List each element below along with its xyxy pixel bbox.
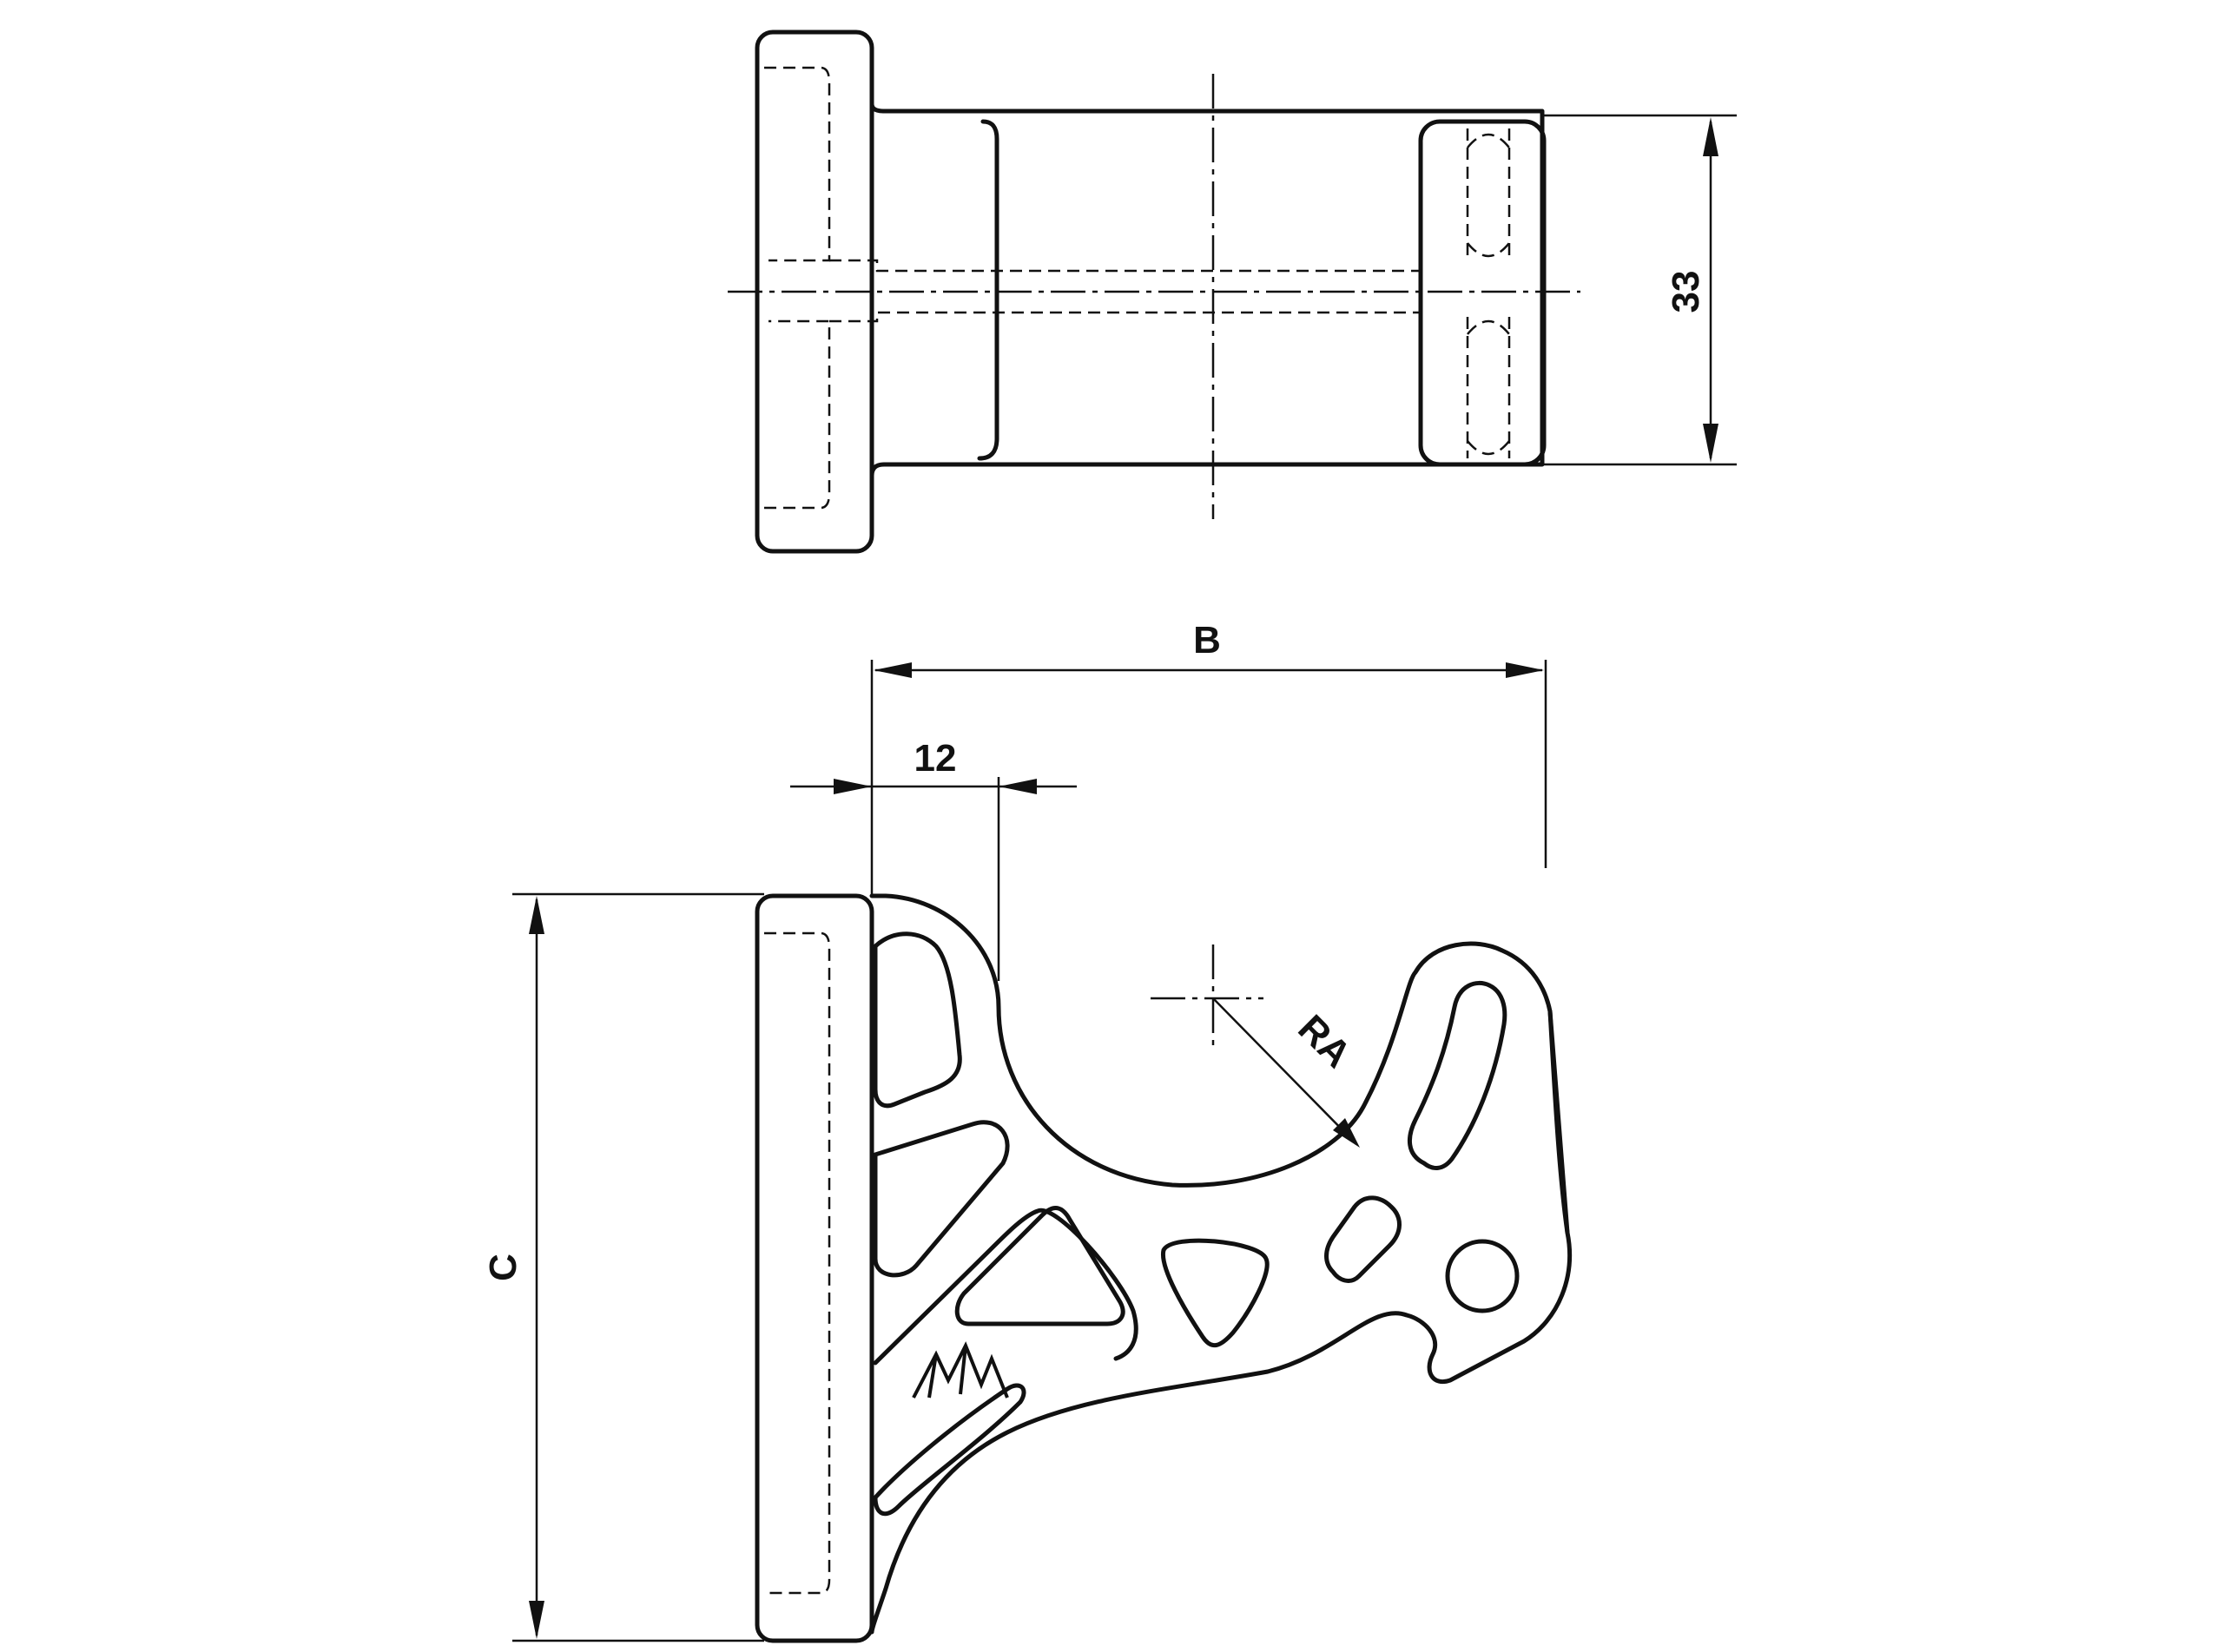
dim-33-label: 33 <box>1665 271 1707 313</box>
dim-12-arrow-right <box>999 779 1037 794</box>
dim-ra-arrow <box>1333 1118 1360 1148</box>
dim-33-arrow-bottom <box>1703 424 1718 463</box>
side-view-cutout-4 <box>1160 1238 1270 1347</box>
side-view-cutout-3 <box>954 1206 1125 1326</box>
side-view-hole <box>1445 1239 1520 1313</box>
top-view-hook-tip <box>1418 119 1547 467</box>
side-view-lower-rib <box>873 1208 1138 1366</box>
top-view-step-line <box>977 119 999 461</box>
dim-c-arrow-top <box>529 896 544 934</box>
dim-b-arrow-left <box>874 662 912 678</box>
side-view: RA B 12 C <box>482 619 1573 1643</box>
side-view-tip-edge <box>1547 1009 1570 1235</box>
dim-c-arrow-bottom <box>529 1601 544 1639</box>
dim-ra-line <box>1212 997 1357 1145</box>
dim-12-label: 12 <box>914 737 957 780</box>
dim-12-arrow-left <box>834 779 872 794</box>
dim-b-label: B <box>1193 619 1221 661</box>
maker-logo-icon <box>912 1341 1009 1399</box>
side-view-cutout-1 <box>873 931 962 1109</box>
side-view-lower-cutout <box>873 1383 1026 1517</box>
dim-33-arrow-top <box>1703 117 1718 156</box>
side-view-hidden-base <box>764 931 831 1595</box>
side-view-cutout-2 <box>873 1120 1010 1278</box>
dim-b-arrow-right <box>1506 662 1544 678</box>
dim-ra-label: RA <box>1290 1007 1359 1076</box>
side-view-tip-slot <box>1407 980 1507 1170</box>
side-view-base-plate <box>755 893 874 1643</box>
top-view-hidden-web-lower <box>829 311 1421 323</box>
dim-c-label: C <box>482 1254 524 1281</box>
top-view: 33 <box>728 30 1737 554</box>
top-view-hidden-base-lower <box>764 319 831 510</box>
top-view-hidden-base-upper <box>764 66 831 262</box>
top-view-hidden-web-upper <box>829 259 1421 273</box>
top-view-hook-body <box>869 102 1545 478</box>
top-view-hidden-slot-caps <box>1467 133 1510 456</box>
side-view-cutout-5 <box>1324 1195 1402 1283</box>
